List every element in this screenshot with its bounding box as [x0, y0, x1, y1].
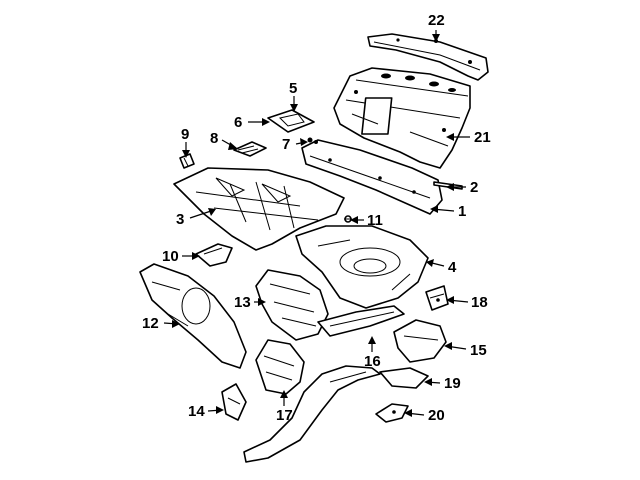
part-5-access-panel[interactable] [267, 109, 315, 133]
callout-3: 3 [176, 211, 184, 228]
part-9-clip[interactable] [179, 153, 195, 169]
part-7-clip[interactable] [307, 137, 319, 145]
callout-18: 18 [471, 294, 488, 311]
callout-10: 10 [162, 248, 179, 265]
callout-8: 8 [210, 130, 218, 147]
part-14-bracket[interactable] [221, 383, 247, 421]
callout-20: 20 [428, 407, 445, 424]
callout-15: 15 [470, 342, 487, 359]
callout-21: 21 [474, 129, 491, 146]
callout-13: 13 [234, 294, 251, 311]
part-21-rear-body-panel[interactable] [333, 67, 471, 169]
callout-11: 11 [367, 212, 383, 229]
part-3-floor-pan[interactable] [173, 167, 345, 251]
part-15-rear-extension[interactable] [393, 319, 447, 363]
part-4-spare-tire-well[interactable] [295, 225, 429, 309]
part-22-upper-rail[interactable] [367, 33, 489, 81]
callout-labels: 22 5 6 7 8 9 21 2 1 3 11 10 4 18 13 12 1… [142, 12, 491, 424]
part-16-extension[interactable] [317, 305, 405, 337]
callout-9: 9 [181, 126, 189, 143]
part-13-wheelhouse[interactable] [255, 269, 329, 341]
part-12-quarter-panel[interactable] [139, 263, 247, 369]
callout-17: 17 [276, 407, 293, 424]
part-19-wheel-arch[interactable] [243, 365, 429, 463]
part-17-lower-quarter[interactable] [255, 339, 305, 395]
arrowheads [172, 34, 454, 417]
part-20-bracket[interactable] [375, 403, 409, 423]
callout-19: 19 [444, 375, 461, 392]
callout-1: 1 [458, 203, 466, 220]
callout-4: 4 [448, 259, 457, 276]
callout-2: 2 [470, 179, 478, 196]
callout-16: 16 [364, 353, 381, 370]
callout-12: 12 [142, 315, 159, 332]
callout-6: 6 [234, 114, 242, 131]
part-8-bracket[interactable] [233, 141, 267, 157]
part-18-bracket[interactable] [425, 285, 449, 311]
callout-5: 5 [289, 80, 297, 97]
callout-14: 14 [188, 403, 205, 420]
part-11-fastener[interactable] [344, 215, 352, 223]
callout-22: 22 [428, 12, 445, 29]
part-10-support[interactable] [195, 243, 233, 267]
callout-7: 7 [282, 136, 290, 153]
